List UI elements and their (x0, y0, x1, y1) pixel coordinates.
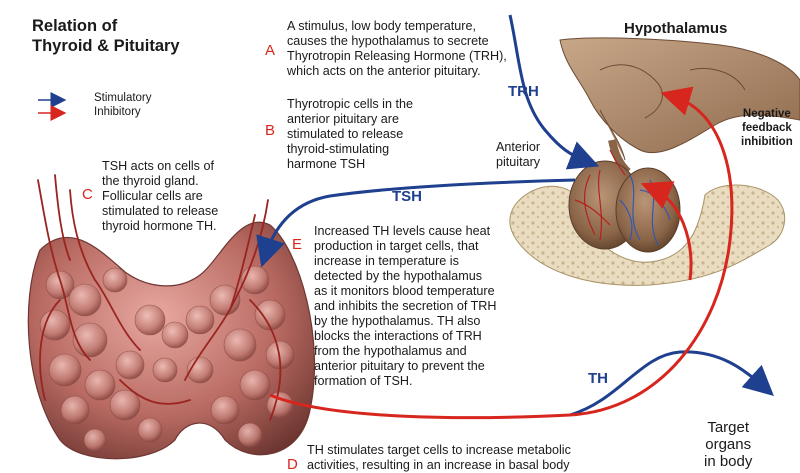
legend-inhibitory-label: Inhibitory (94, 106, 141, 118)
hypothalamus-label: Hypothalamus (624, 20, 728, 37)
legend-stimulatory-label: Stimulatory (94, 92, 152, 104)
step-c-text: TSH acts on cells of the thyroid gland. … (102, 159, 219, 233)
step-b-text: Thyrotropic cells in the anterior pituit… (287, 97, 413, 171)
anterior-pituitary-label: Anterior pituitary (496, 140, 541, 169)
step-c-letter: C (82, 186, 93, 203)
arrow-trh (508, 14, 600, 170)
th-label: TH (588, 370, 608, 387)
trh-label: TRH (508, 83, 539, 100)
step-e-letter: E (292, 236, 303, 253)
target-organs-label: Target organs in body (704, 419, 753, 470)
thyroid-gland (27, 174, 316, 460)
arrow-tsh (256, 178, 576, 268)
tsh-label: TSH (392, 188, 422, 205)
step-e-text: Increased TH levels cause heat productio… (314, 224, 497, 388)
diagram-title: Relation of Thyroid & Pituitary (32, 17, 180, 55)
step-d-text: TH stimulates target cells to increase m… (307, 443, 571, 472)
step-a-letter: A (265, 42, 276, 59)
step-b-letter: B (265, 122, 276, 139)
negative-feedback-label: Negative feedback inhibition (741, 108, 793, 148)
step-a-text: A stimulus, low body temperature, causes… (287, 19, 507, 78)
arrow-negative-feedback (269, 86, 734, 420)
arrow-th-target (569, 350, 774, 417)
